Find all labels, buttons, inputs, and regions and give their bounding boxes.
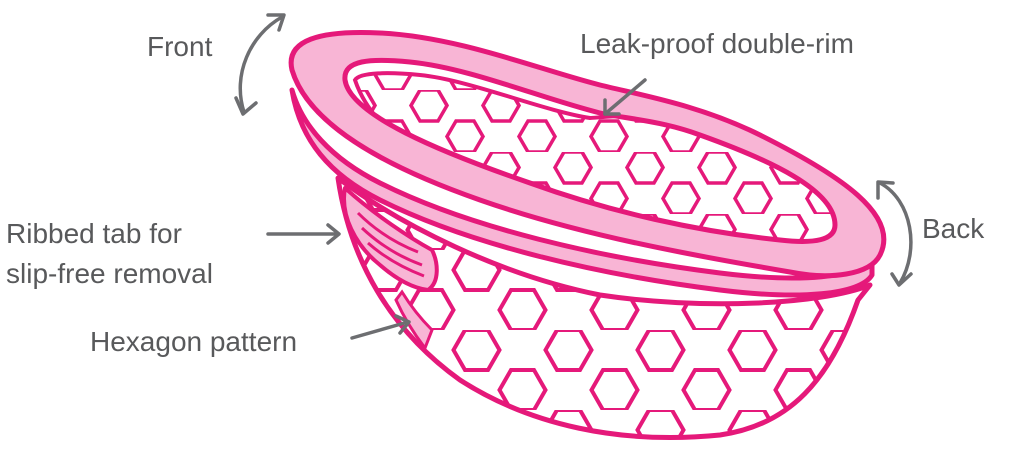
ribbed-tab-label: Ribbed tab for slip-free removal [6, 214, 213, 294]
front-rotate-arrow-icon [234, 13, 286, 116]
lower-rim-band [289, 87, 875, 298]
ribbed-tab-label-line1: Ribbed tab for [6, 218, 182, 249]
rim-pointer-arrow-icon [603, 78, 647, 116]
tab-pointer-arrow-icon [266, 223, 341, 245]
double-rim-label: Leak-proof double-rim [580, 28, 854, 59]
ribbed-tab [342, 186, 439, 292]
hexagon-pattern-label: Hexagon pattern [90, 326, 298, 357]
back-label: Back [922, 213, 985, 244]
ribbed-tab-label-line2: slip-free removal [6, 258, 213, 289]
cup-bowl [335, 175, 873, 441]
front-label: Front [147, 31, 213, 62]
hexagon-pointer-arrow-icon [350, 314, 411, 340]
upper-rim [288, 30, 887, 279]
back-rotate-arrow-icon [876, 180, 913, 287]
